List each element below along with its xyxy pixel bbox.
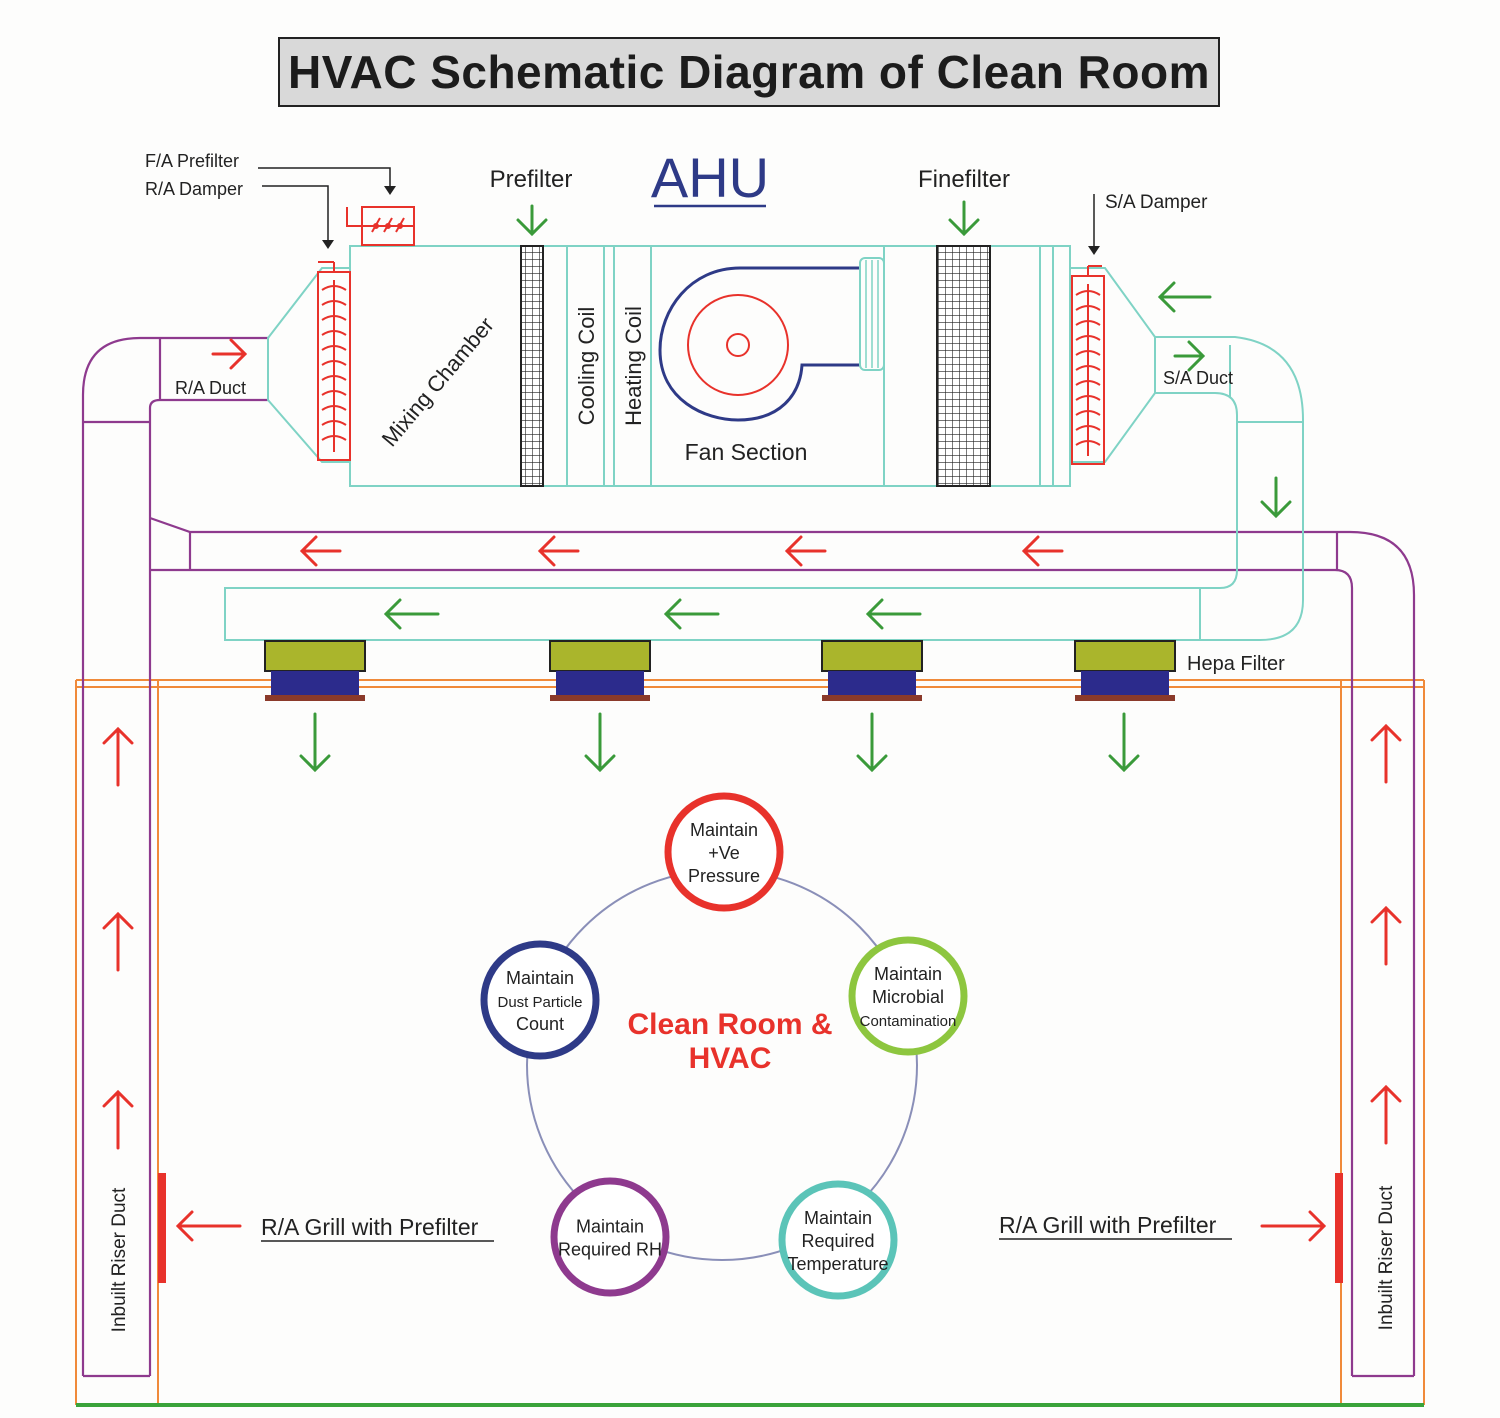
cycle-node-text: Maintain [576, 1217, 644, 1237]
page-title: HVAC Schematic Diagram of Clean Room [287, 46, 1210, 98]
arrow-left-icon [537, 535, 580, 567]
sa-damper [1071, 265, 1105, 465]
hepa-filter-label: Hepa Filter [1187, 653, 1285, 675]
cycle-node-ring [550, 1177, 670, 1297]
ra-damper [317, 261, 351, 461]
riser-left-label: Inbuilt Riser Duct [109, 1187, 130, 1332]
cycle-node-text: Required [801, 1231, 874, 1251]
cycle-node-text: +Ve [708, 843, 740, 863]
arrow-left-icon [784, 535, 827, 567]
ahu-body [267, 245, 1156, 487]
supply-air-duct [224, 336, 1304, 641]
grill-left-label: R/A Grill with Prefilter [261, 1214, 479, 1240]
arrow-down-icon [299, 712, 331, 773]
arrow-up-icon [102, 911, 134, 972]
hepa-filter-2 [549, 640, 651, 701]
sa-duct-label: S/A Duct [1163, 368, 1233, 388]
cycle-node-text: Count [516, 1014, 564, 1034]
heating-coil-label: Heating Coil [621, 306, 646, 426]
cycle-node-text: Maintain [506, 968, 574, 988]
ra-duct-label: R/A Duct [175, 378, 246, 398]
cycle-node-text: Pressure [688, 866, 760, 886]
prefilter-grid [520, 245, 544, 487]
hepa-filters [264, 640, 1176, 701]
arrow-left-icon [1021, 535, 1064, 567]
cycle-node-ring [848, 936, 968, 1056]
arrow-right-icon [211, 338, 248, 370]
arrow-down-icon [1108, 712, 1140, 773]
ra-damper-label: R/A Damper [145, 179, 243, 199]
cycle-node-ring [664, 792, 784, 912]
arrow-down-icon [1260, 476, 1292, 519]
cycle-node-text: Maintain [874, 964, 942, 984]
arrow-down-icon [948, 200, 980, 237]
ahu-heading: AHU [651, 146, 769, 209]
airflow-arrows [102, 200, 1402, 1242]
finefilter-label: Finefilter [918, 166, 1010, 193]
cycle-nodes: Maintain+VePressureMaintainMicrobialCont… [480, 792, 968, 1300]
grill-right-label: R/A Grill with Prefilter [999, 1212, 1217, 1238]
hepa-filter-1 [264, 640, 366, 701]
cycle-node-text: Maintain [804, 1208, 872, 1228]
cooling-coil-label: Cooling Coil [574, 307, 599, 426]
fan-icon [658, 257, 885, 422]
cycle-node-ring [778, 1180, 898, 1300]
arrow-up-icon [1370, 1084, 1402, 1145]
cycle-node-text: Contamination [860, 1013, 957, 1030]
title-box: HVAC Schematic Diagram of Clean Room [278, 37, 1220, 107]
cycle-node-ring [480, 940, 600, 1060]
cycle-node-text: Dust Particle [497, 994, 582, 1011]
arrow-down-icon [584, 712, 616, 773]
cycle-node-text: Temperature [787, 1254, 888, 1274]
arrow-down-icon [516, 204, 548, 237]
arrow-down-icon [856, 712, 888, 773]
arrow-left-icon [865, 598, 922, 630]
arrow-left-icon [663, 598, 720, 630]
arrow-up-icon [1370, 905, 1402, 966]
pointer-heads [322, 186, 1100, 255]
cycle-node-text: Microbial [872, 987, 944, 1007]
cycle-center-line1: Clean Room & [627, 1008, 832, 1041]
arrow-up-icon [102, 726, 134, 787]
hepa-filter-3 [821, 640, 923, 701]
arrow-left-icon [1157, 281, 1212, 313]
arrow-right-icon [1260, 1210, 1327, 1242]
arrow-up-icon [1370, 723, 1402, 784]
ra-grill-right [1335, 1173, 1343, 1283]
prefilter-label: Prefilter [490, 166, 573, 193]
pointer-lines [258, 167, 1095, 248]
sa-damper-label: S/A Damper [1105, 192, 1208, 213]
arrow-right-icon [1173, 340, 1206, 372]
riser-right-label: Inbuilt Riser Duct [1376, 1185, 1397, 1330]
fa-prefilter-label: F/A Prefilter [145, 151, 239, 171]
cycle-node-text: Maintain [690, 820, 758, 840]
hepa-filter-4 [1074, 640, 1176, 701]
finefilter-grid [936, 245, 991, 487]
fan-section-label: Fan Section [685, 439, 808, 465]
arrow-left-icon [299, 535, 342, 567]
fa-prefilter-damper [346, 206, 415, 246]
cycle-center-line2: HVAC [689, 1042, 772, 1075]
cycle-node-text: Required RH [558, 1240, 662, 1260]
mixing-chamber-label: Mixing Chamber [377, 312, 499, 451]
ra-grill-left [158, 1173, 166, 1283]
arrow-up-icon [102, 1089, 134, 1150]
arrow-left-icon [175, 1210, 242, 1242]
arrow-left-icon [383, 598, 440, 630]
return-air-duct [81, 336, 1416, 1378]
